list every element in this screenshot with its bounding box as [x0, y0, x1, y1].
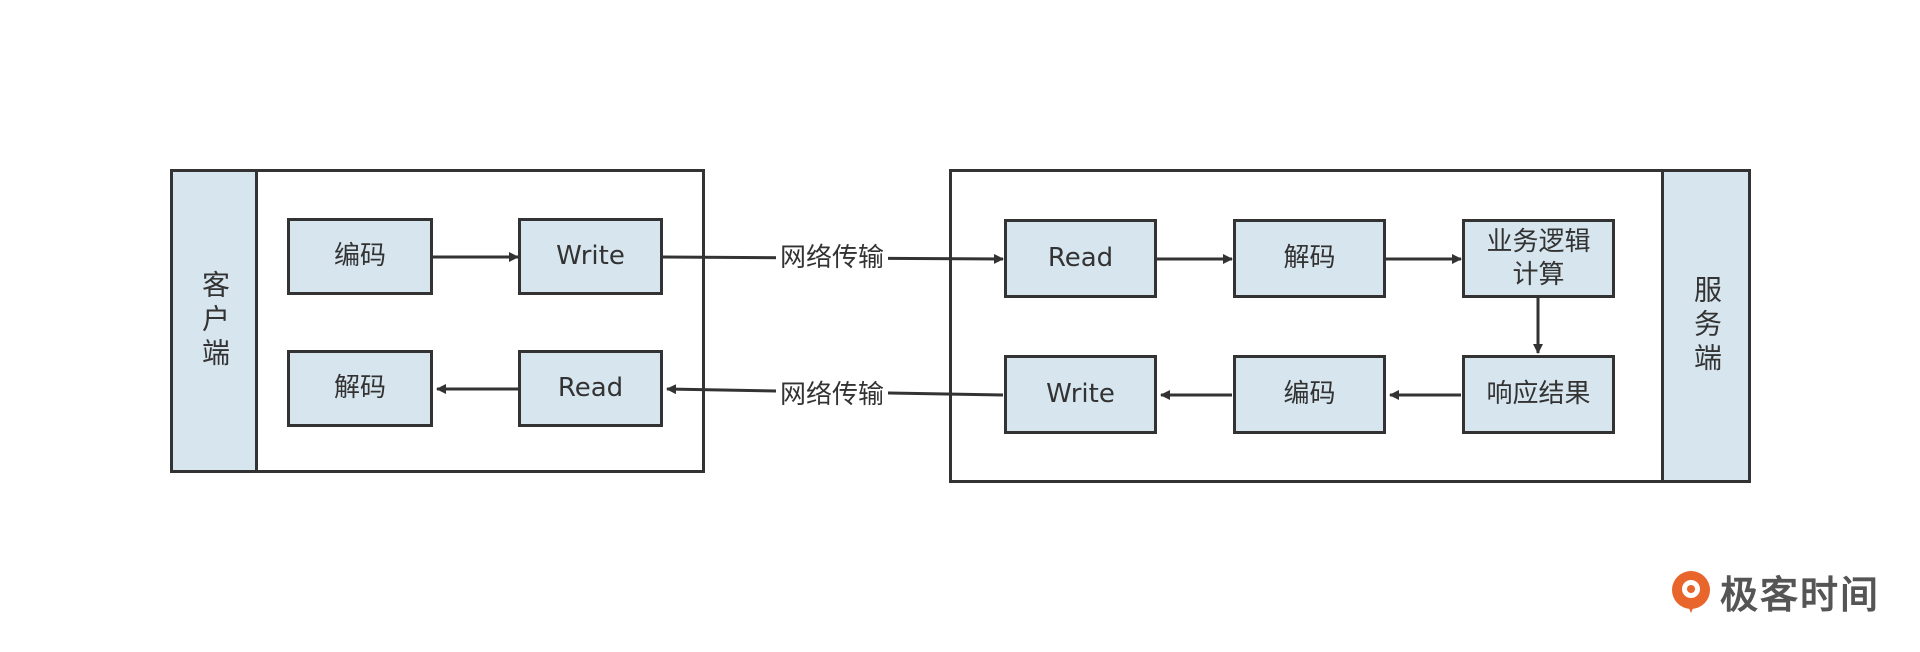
server-response-label: 响应结果: [1486, 379, 1591, 410]
server-side-label-panel: 服务端: [1661, 169, 1751, 483]
client-encode-label: 编码: [333, 241, 386, 272]
server-encode-box: 编码: [1233, 355, 1386, 434]
client-write-label: Write: [556, 241, 625, 272]
client-read-label: Read: [557, 373, 624, 404]
request-network-label: 网络传输: [776, 241, 889, 275]
server-encode-label: 编码: [1283, 379, 1336, 410]
server-logic-label-line2: 计算: [1512, 259, 1565, 290]
client-write-box: Write: [518, 218, 663, 295]
brand-logo: 极客时间: [1668, 564, 1880, 619]
client-read-box: Read: [518, 350, 663, 427]
server-decode-label: 解码: [1283, 243, 1336, 274]
server-response-box: 响应结果: [1462, 355, 1615, 434]
server-logic-label-line1: 业务逻辑: [1486, 227, 1591, 257]
response-network-label: 网络传输: [776, 378, 889, 412]
client-label: 客户端: [198, 270, 231, 372]
server-read-label: Read: [1047, 243, 1114, 274]
server-label: 服务端: [1690, 275, 1723, 377]
server-write-label: Write: [1046, 379, 1115, 410]
server-write-box: Write: [1004, 355, 1157, 434]
server-logic-box: 业务逻辑 计算: [1462, 219, 1615, 298]
server-read-box: Read: [1004, 219, 1157, 298]
brand-mark-icon: [1672, 570, 1710, 613]
server-decode-box: 解码: [1233, 219, 1386, 298]
client-decode-box: 解码: [287, 350, 433, 427]
brand-name: 极客时间: [1720, 573, 1881, 617]
client-decode-label: 解码: [333, 373, 386, 404]
client-encode-box: 编码: [287, 218, 433, 295]
client-side-label-panel: 客户端: [170, 169, 258, 473]
